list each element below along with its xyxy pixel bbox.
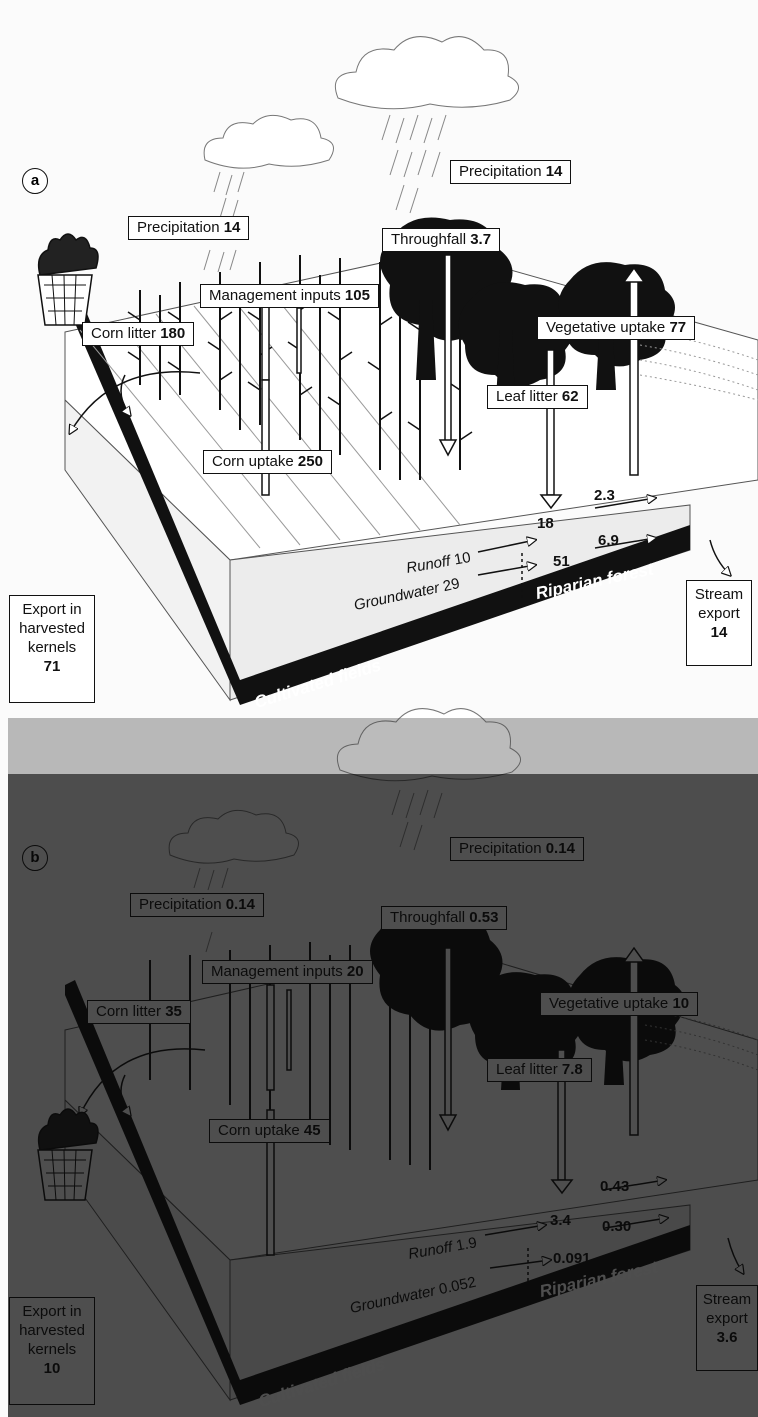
vegetative-uptake-label-b: Vegetative uptake 10 — [540, 992, 699, 1016]
tree-mid-a — [458, 282, 575, 387]
groundwater-value-a: 29 — [441, 575, 462, 596]
leaf-litter-text-a: Leaf litter — [496, 388, 558, 405]
throughfall-text-a: Throughfall — [391, 231, 467, 248]
leaf-litter-label-a: Leaf litter 62 — [487, 385, 588, 409]
corn-uptake-text-a: Corn uptake — [212, 453, 294, 470]
flow-value-2-3: 2.3 — [594, 487, 615, 504]
precipitation-left-text-b: Precipitation — [139, 896, 222, 913]
flow-value-0-091: 0.091 — [553, 1250, 591, 1267]
stream-export-value-b: 3.6 — [716, 1329, 738, 1346]
corn-uptake-value-a: 250 — [297, 453, 323, 470]
management-inputs-text-b: Management inputs — [211, 963, 343, 980]
stream-export-line1-b: Stream — [702, 1291, 752, 1308]
export-kernels-line3-a: kernels — [27, 639, 77, 656]
export-kernels-line1-a: Export in — [22, 601, 82, 618]
management-inputs-label-b: Management inputs 20 — [202, 960, 373, 984]
export-kernels-box-a: Export in harvested kernels 71 — [9, 595, 95, 703]
precipitation-left-label-b: Precipitation 0.14 — [130, 893, 264, 917]
export-kernels-box-b: Export in harvested kernels 10 — [9, 1297, 95, 1405]
leaf-litter-value-b: 7.8 — [561, 1061, 583, 1078]
stream-export-value-a: 14 — [710, 624, 728, 641]
panel-tag-b: b — [22, 845, 48, 871]
runoff-value-b: 1.9 — [454, 1234, 479, 1255]
corn-uptake-label-a: Corn uptake 250 — [203, 450, 332, 474]
cloud-left-b — [168, 809, 299, 864]
corn-litter-label-a: Corn litter 180 — [82, 322, 195, 346]
vegetative-uptake-text-a: Vegetative uptake — [546, 319, 666, 336]
management-inputs-value-b: 20 — [346, 963, 364, 980]
stream-export-line2-a: export — [698, 605, 740, 622]
throughfall-value-b: 0.53 — [469, 909, 499, 926]
flow-value-18: 18 — [537, 515, 554, 532]
export-kernels-value-a: 71 — [43, 658, 61, 675]
precipitation-right-value-a: 14 — [545, 163, 563, 180]
precipitation-right-label-a: Precipitation 14 — [450, 160, 572, 184]
flow-value-6-9: 6.9 — [598, 532, 619, 549]
corn-litter-value-a: 180 — [160, 325, 186, 342]
management-inputs-value-a: 105 — [344, 287, 370, 304]
cloud-right-b — [336, 708, 521, 782]
panel-tag-a: a — [22, 168, 48, 194]
management-inputs-text-a: Management inputs — [209, 287, 341, 304]
throughfall-label-a: Throughfall 3.7 — [382, 228, 501, 252]
precipitation-left-value-b: 0.14 — [225, 896, 255, 913]
leaf-litter-text-b: Leaf litter — [496, 1061, 558, 1078]
corn-uptake-text-b: Corn uptake — [218, 1122, 300, 1139]
precipitation-left-value-a: 14 — [223, 219, 241, 236]
stream-export-line2-b: export — [706, 1310, 748, 1327]
leaf-litter-label-b: Leaf litter 7.8 — [487, 1058, 592, 1082]
export-kernels-value-b: 10 — [43, 1360, 61, 1377]
corn-uptake-label-b: Corn uptake 45 — [209, 1119, 330, 1143]
runoff-value-a: 10 — [452, 548, 473, 569]
tree-right-a — [558, 262, 675, 367]
flow-value-51: 51 — [553, 553, 570, 570]
precipitation-left-text-a: Precipitation — [137, 219, 220, 236]
flow-value-0-30: 0.30 — [602, 1218, 632, 1235]
vegetative-uptake-value-b: 10 — [672, 995, 690, 1012]
precipitation-right-text-a: Precipitation — [459, 163, 542, 180]
vegetative-uptake-text-b: Vegetative uptake — [549, 995, 669, 1012]
export-kernels-line1-b: Export in — [22, 1303, 82, 1320]
precipitation-right-value-b: 0.14 — [545, 840, 575, 857]
cloud-right-a — [334, 36, 519, 110]
black-band-b-a — [240, 525, 690, 705]
cloud-left-a — [203, 114, 334, 169]
corn-uptake-value-b: 45 — [303, 1122, 321, 1139]
stream-export-box-a: Stream export 14 — [686, 580, 752, 666]
export-kernels-line2-a: harvested — [19, 620, 85, 637]
corn-litter-text-b: Corn litter — [96, 1003, 162, 1020]
precipitation-right-text-b: Precipitation — [459, 840, 542, 857]
throughfall-label-b: Throughfall 0.53 — [381, 906, 508, 930]
corn-litter-text-a: Corn litter — [91, 325, 157, 342]
stream-export-box-b: Stream export 3.6 — [696, 1285, 758, 1371]
leaf-litter-value-a: 62 — [561, 388, 579, 405]
corn-litter-value-b: 35 — [165, 1003, 182, 1020]
throughfall-value-a: 3.7 — [470, 231, 492, 248]
export-kernels-line3-b: kernels — [27, 1341, 77, 1358]
precipitation-left-label-a: Precipitation 14 — [128, 216, 250, 240]
flow-value-0-43: 0.43 — [600, 1178, 630, 1195]
vegetative-uptake-label-a: Vegetative uptake 77 — [537, 316, 696, 340]
throughfall-text-b: Throughfall — [390, 909, 466, 926]
export-kernels-line2-b: harvested — [19, 1322, 85, 1339]
corn-litter-label-b: Corn litter 35 — [87, 1000, 191, 1024]
flow-value-3-4: 3.4 — [550, 1212, 571, 1229]
management-inputs-label-a: Management inputs 105 — [200, 284, 379, 308]
precipitation-right-label-b: Precipitation 0.14 — [450, 837, 584, 861]
stream-export-line1-a: Stream — [694, 586, 744, 603]
vegetative-uptake-value-a: 77 — [669, 319, 687, 336]
basket-a — [37, 233, 99, 326]
